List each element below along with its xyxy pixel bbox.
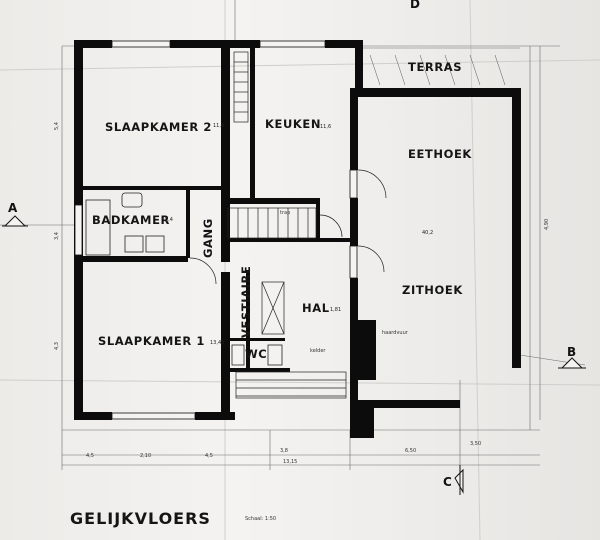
- doors: [189, 169, 387, 285]
- walls: [74, 40, 521, 438]
- label-hal: HAL: [302, 301, 330, 315]
- area-slaapkamer-2: 11,9: [213, 123, 224, 129]
- dim-bottom-left: 4,5: [86, 453, 94, 459]
- area-zithoek: 40,2: [422, 230, 433, 236]
- label-vestiaire: VESTIAIRE: [239, 266, 253, 338]
- stairs: [227, 51, 347, 399]
- label-slaapkamer-2: SLAAPKAMER 2: [105, 120, 212, 134]
- dim-left-mid: 3,4: [54, 232, 60, 240]
- dim-left-top: 5,4: [54, 122, 60, 130]
- plan-title: GELIJKVLOERS: [70, 509, 211, 528]
- terrace-hatching: [369, 54, 506, 86]
- label-eethoek: EETHOEK: [408, 147, 472, 161]
- section-mark-b: B: [558, 345, 586, 369]
- label-badkamer: BADKAMER: [92, 213, 170, 227]
- section-label-d: D: [410, 0, 420, 11]
- bathroom-fixtures: [85, 192, 283, 366]
- section-mark-a: A: [2, 201, 28, 227]
- area-slaapkamer-1: 13,45: [210, 340, 224, 346]
- dim-bottom-seg: 6,50: [405, 448, 416, 454]
- section-label-b: B: [567, 345, 576, 359]
- section-label-c: C: [443, 475, 452, 489]
- dim-right: 4,90: [544, 219, 550, 230]
- dim-bottom-right: 4,5: [205, 453, 213, 459]
- label-keuken: KEUKEN: [265, 117, 321, 131]
- dim-bottom-far: 3,8: [280, 448, 288, 454]
- annotation-kelder: kelder: [310, 348, 326, 354]
- dim-left-bot: 4,3: [54, 342, 60, 350]
- area-badkamer: 5,4: [165, 217, 173, 223]
- label-gang: GANG: [201, 218, 215, 258]
- windows: [74, 40, 358, 420]
- section-label-a: A: [8, 201, 18, 215]
- area-hal: 1,81: [330, 307, 341, 313]
- vestiaire-cabinet: [261, 281, 285, 335]
- section-mark-c: C: [443, 465, 464, 495]
- annotation-haard: haardvuur: [382, 330, 409, 336]
- dim-bottom-total: 13,15: [283, 459, 297, 465]
- label-slaapkamer-1: SLAAPKAMER 1: [98, 334, 205, 348]
- area-keuken: 11,6: [320, 124, 331, 130]
- dim-bottom-mid: 2,10: [140, 453, 151, 459]
- label-zithoek: ZITHOEK: [402, 283, 463, 297]
- dim-right-bot: 3,50: [470, 441, 481, 447]
- annotation-trap: trap: [280, 210, 290, 216]
- label-terras: TERRAS: [408, 60, 462, 74]
- scale-note: Schaal: 1:50: [245, 516, 276, 522]
- label-wc: WC: [245, 347, 267, 361]
